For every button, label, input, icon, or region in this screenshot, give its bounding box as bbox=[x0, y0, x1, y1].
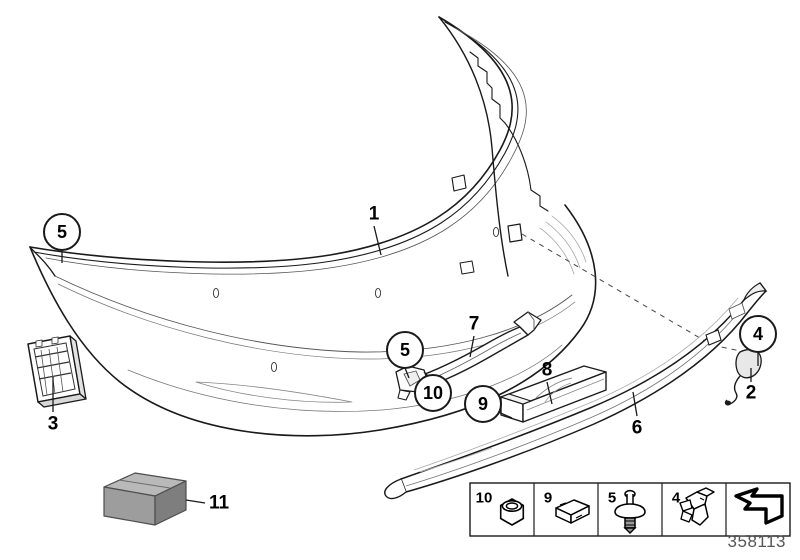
callout-leader-5 bbox=[404, 367, 410, 379]
legend-cell-9-label: 9 bbox=[544, 490, 552, 507]
callout-circle-9 bbox=[464, 385, 502, 423]
direction-arrow-icon bbox=[734, 487, 784, 525]
callout-leader-8 bbox=[546, 381, 553, 405]
callout-circle-10 bbox=[414, 374, 452, 412]
legend-cell-10-label: 10 bbox=[476, 490, 493, 507]
impact-absorber-bar bbox=[499, 365, 607, 423]
dashed-leader-line bbox=[521, 233, 746, 353]
callout-layer: 1 5 3 11 7 5 10 8 9 6 4 2 bbox=[43, 204, 777, 514]
parts-kit-box bbox=[103, 472, 187, 526]
pad-clip-icon bbox=[555, 499, 590, 524]
callout-number-bumper-trim-panel: 1 bbox=[369, 204, 380, 225]
callout-circle-4 bbox=[739, 315, 777, 353]
callout-number-side-bracket: 2 bbox=[746, 383, 757, 404]
bumper-reinforcement-beam bbox=[384, 282, 768, 500]
hex-nut-icon bbox=[499, 498, 525, 526]
callout-leader-1 bbox=[373, 225, 382, 256]
callout-number-expanding-rivet-left: 5 bbox=[57, 222, 67, 242]
callout-number-expanding-rivet-bracket: 5 bbox=[400, 340, 410, 360]
callout-number-repair-kit-box: 11 bbox=[209, 493, 230, 514]
callout-number-hex-nut-callout: 10 bbox=[423, 383, 443, 403]
callout-number-bumper-reinforcement: 6 bbox=[632, 418, 643, 439]
diagram-id-number: 358113 bbox=[727, 532, 786, 551]
air-intake-grille bbox=[27, 335, 87, 408]
mounting-clip-icon bbox=[679, 487, 715, 526]
callout-leader-11 bbox=[185, 499, 206, 504]
callout-leader-7 bbox=[469, 335, 475, 358]
callout-leader-6 bbox=[632, 391, 638, 417]
legend-strip: 10 9 5 4 bbox=[469, 482, 791, 537]
legend-cell-4-label: 4 bbox=[672, 490, 681, 507]
callout-number-pad-clip-callout: 9 bbox=[478, 394, 488, 414]
callout-circle-5 bbox=[386, 331, 424, 369]
rear-bumper-trim-panel bbox=[29, 16, 597, 437]
callout-number-air-grille: 3 bbox=[48, 414, 59, 435]
callout-circle-5 bbox=[43, 213, 81, 251]
legend-cell-5-label: 5 bbox=[608, 490, 616, 507]
callout-number-support-bracket: 7 bbox=[469, 314, 480, 335]
expanding-rivet-icon bbox=[614, 489, 646, 534]
callout-number-mounting-clip-callout: 4 bbox=[753, 324, 763, 344]
callout-number-impact-absorber: 8 bbox=[542, 360, 553, 381]
